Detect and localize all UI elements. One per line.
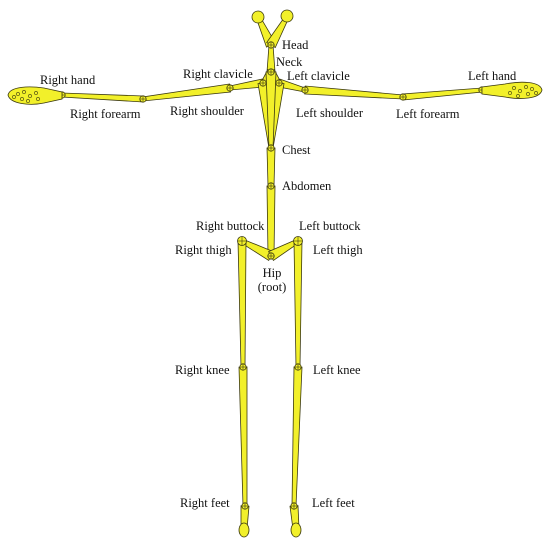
label-hip-line2: (root) — [257, 280, 287, 294]
hand-texture-dot — [518, 89, 522, 93]
label-left-buttock: Left buttock — [299, 219, 361, 233]
label-right-clavicle: Right clavicle — [183, 67, 253, 81]
label-neck: Neck — [276, 55, 303, 69]
bone-lBut-lKnee — [293, 240, 303, 368]
bone-rElb-rWr — [61, 92, 144, 103]
bone-rBut-rKnee — [237, 240, 247, 368]
label-left-thigh: Left thigh — [313, 243, 363, 257]
hand-texture-dot — [516, 94, 520, 98]
hand-texture-dot — [16, 92, 20, 96]
label-right-feet: Right feet — [180, 496, 230, 510]
label-right-knee: Right knee — [175, 363, 230, 377]
label-hip: Hip (root) — [252, 266, 292, 294]
label-left-feet: Left feet — [312, 496, 355, 510]
label-hip-line1: Hip — [262, 266, 282, 280]
bone-lSh-lElb — [304, 85, 404, 100]
bone-abd-hip — [266, 185, 276, 257]
end-effectors — [7, 9, 543, 538]
label-right-forearm: Right forearm — [70, 107, 141, 121]
hand-texture-dot — [26, 99, 30, 103]
bone-neck-head — [266, 44, 276, 73]
label-chest: Chest — [282, 143, 311, 157]
label-right-buttock: Right buttock — [196, 219, 265, 233]
bone-chest-abd — [266, 147, 276, 187]
label-abdomen: Abdomen — [282, 179, 332, 193]
joints — [58, 41, 486, 510]
label-right-shoulder: Right shoulder — [170, 104, 244, 118]
hand-texture-dot — [530, 87, 534, 91]
label-right-thigh: Right thigh — [175, 243, 232, 257]
label-left-hand: Left hand — [468, 69, 517, 83]
head-knob-left — [251, 10, 265, 24]
hand-texture-dot — [36, 97, 40, 101]
bone-lKnee-lAnk — [291, 366, 303, 507]
hand-texture-dot — [20, 97, 24, 101]
hand-texture-dot — [534, 91, 538, 95]
left-toe — [290, 522, 302, 538]
right-hand-shape — [7, 86, 63, 105]
bone-rKnee-rAnk — [238, 366, 248, 507]
label-left-forearm: Left forearm — [396, 107, 460, 121]
bone-lElb-lWr — [402, 87, 483, 101]
label-left-knee: Left knee — [313, 363, 361, 377]
hand-texture-dot — [28, 94, 32, 98]
label-left-clavicle: Left clavicle — [287, 69, 350, 83]
label-left-shoulder: Left shoulder — [296, 106, 363, 120]
hand-texture-dot — [508, 91, 512, 95]
hand-texture-dot — [22, 90, 26, 94]
hand-texture-dot — [12, 95, 16, 99]
hand-texture-dot — [512, 86, 516, 90]
left-hand-shape — [481, 81, 543, 99]
label-head: Head — [282, 38, 309, 52]
right-toe — [238, 522, 250, 538]
label-right-hand: Right hand — [40, 73, 96, 87]
bone-rSh-rElb — [142, 83, 231, 102]
hand-texture-dot — [524, 85, 528, 89]
head-knob-right — [280, 9, 294, 23]
hand-texture-dot — [526, 92, 530, 96]
hand-texture-dot — [34, 91, 38, 95]
